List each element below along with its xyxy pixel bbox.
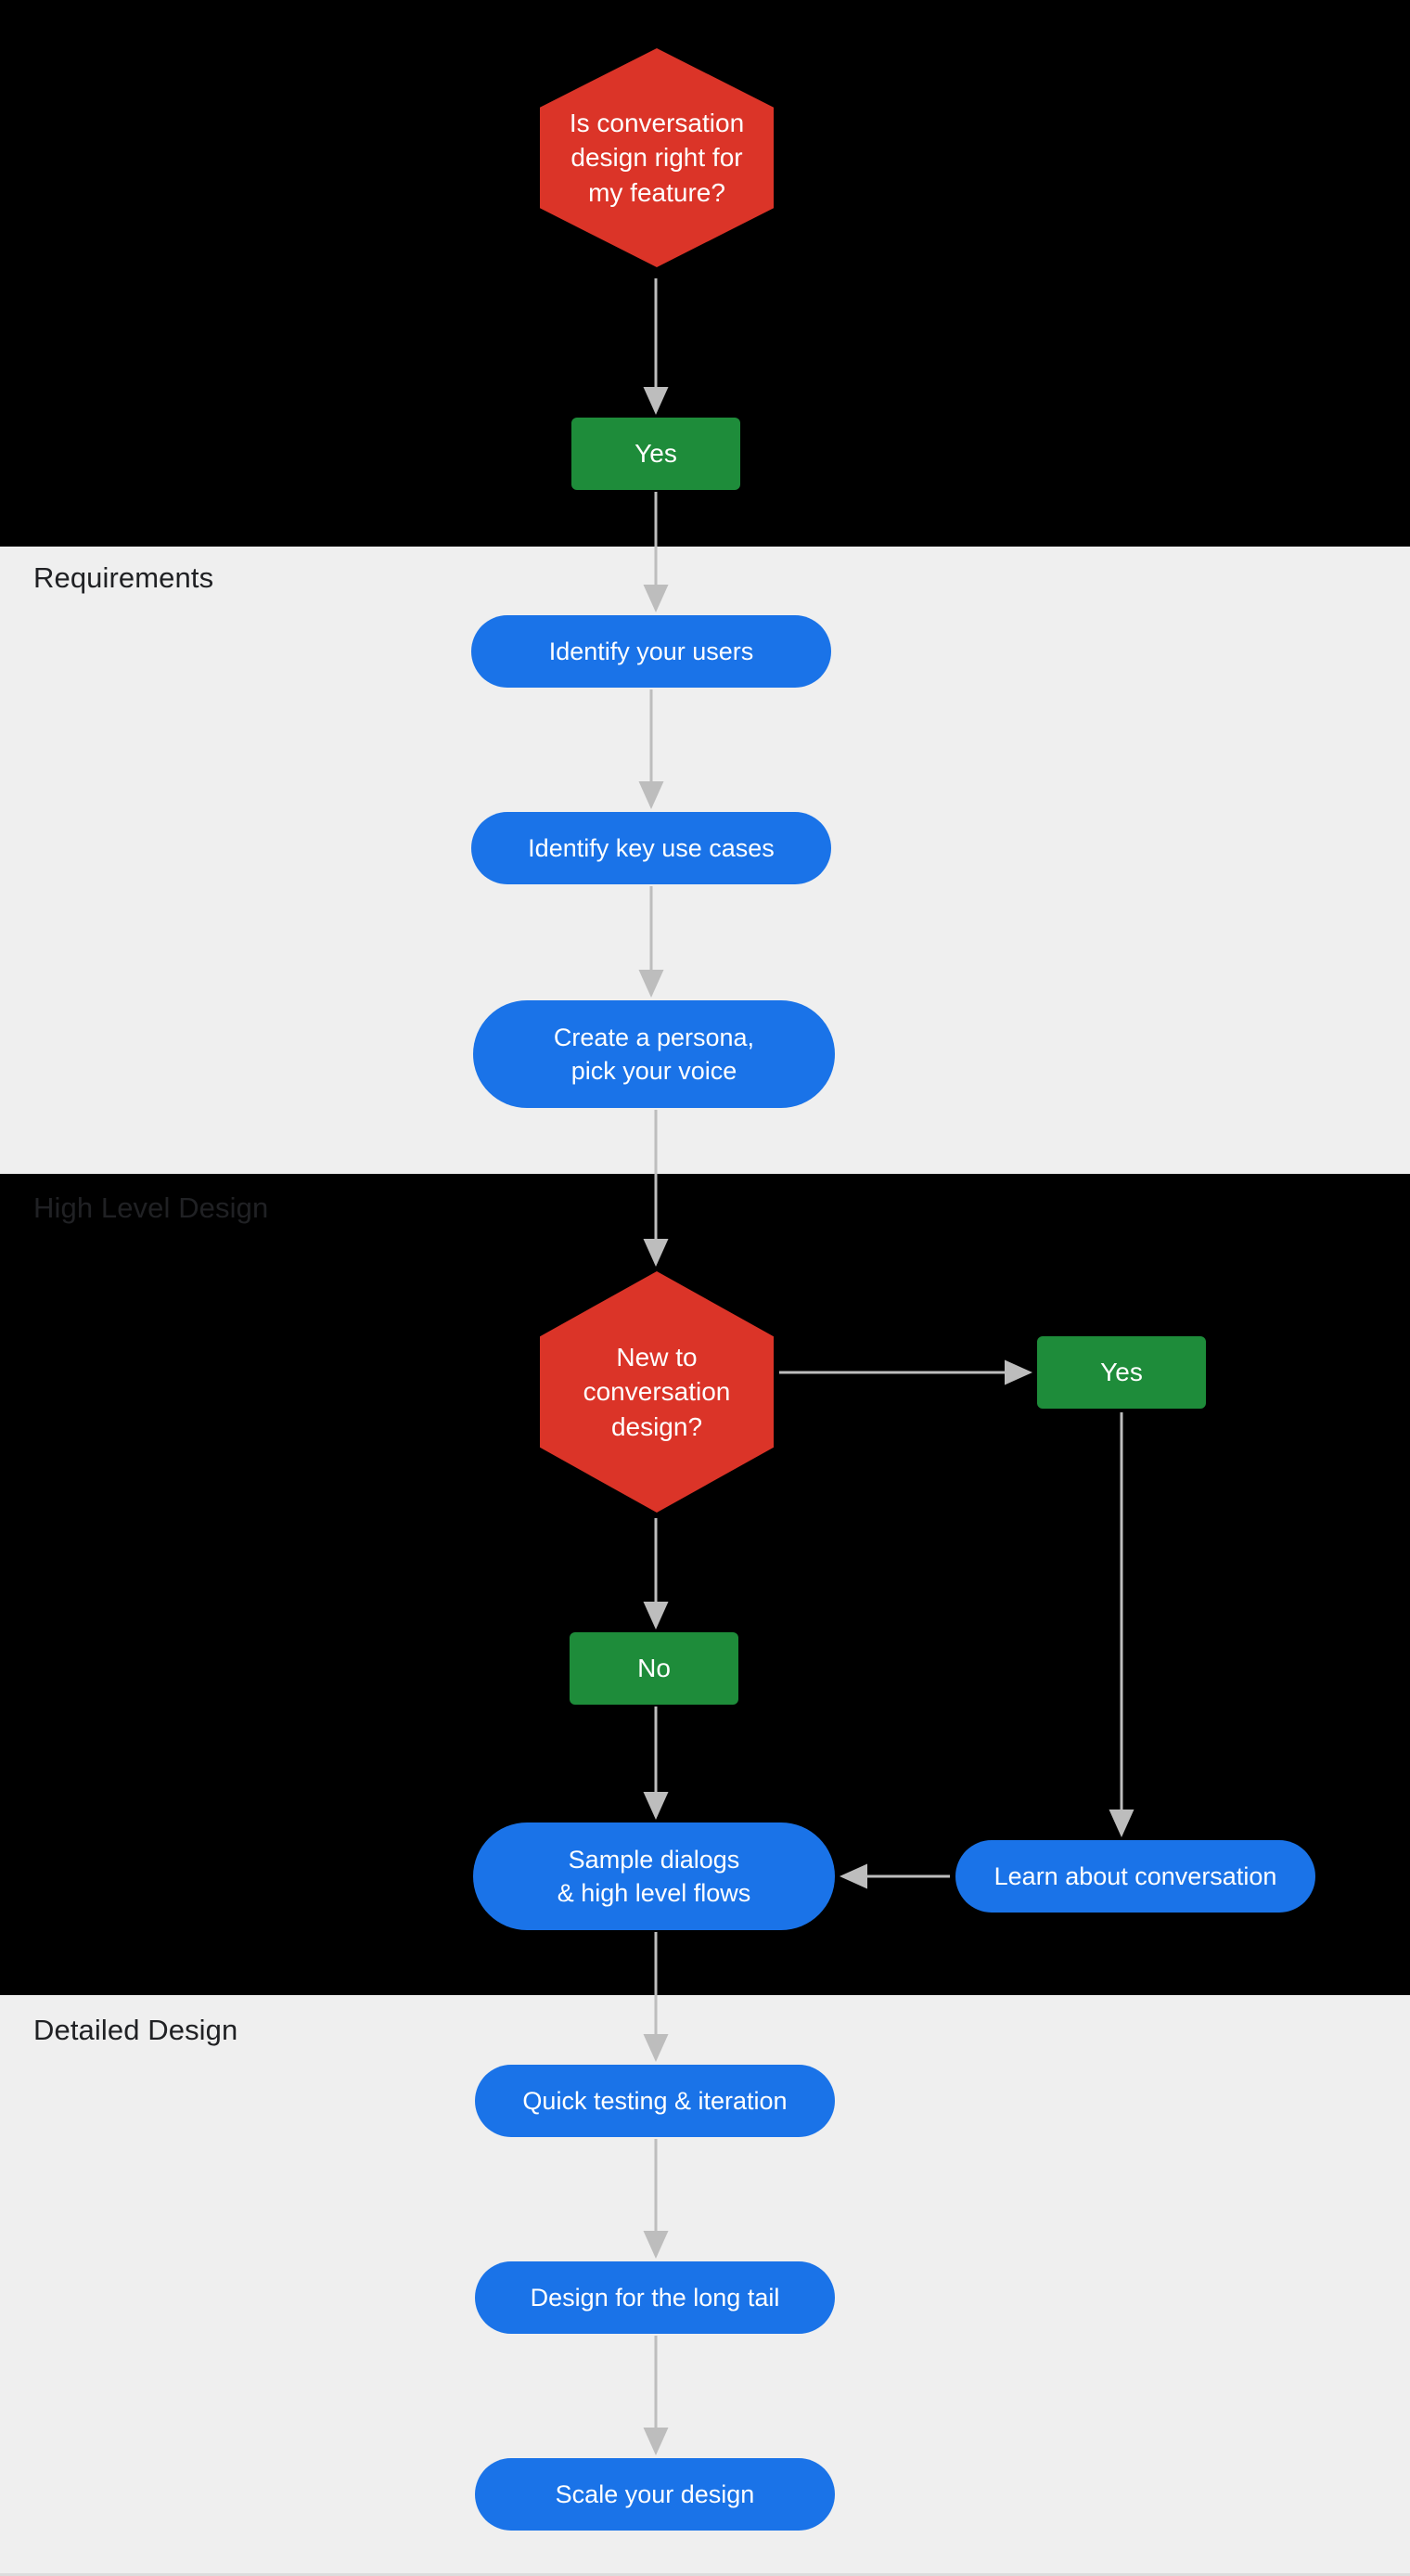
node-label: Sample dialogs & high level flows bbox=[557, 1845, 751, 1907]
node-label: Create a persona, pick your voice bbox=[553, 1023, 755, 1085]
node-label: Learn about conversation bbox=[993, 1861, 1277, 1890]
node-label: Identify your users bbox=[548, 637, 754, 665]
phase-label-high-level: High Level Design bbox=[33, 1191, 269, 1224]
step-sample-dialogs-and-high-level-flows[interactable]: Sample dialogs & high level flows bbox=[473, 1823, 835, 1930]
step-identify-your-users[interactable]: Identify your users bbox=[471, 615, 831, 688]
step-design-for-the-long-tail[interactable]: Design for the long tail bbox=[475, 2261, 835, 2334]
phase-label-detailed: Detailed Design bbox=[33, 2014, 238, 2046]
phase-label-requirements: Requirements bbox=[33, 561, 214, 594]
step-scale-your-design[interactable]: Scale your design bbox=[475, 2458, 835, 2531]
node-label: Identify key use cases bbox=[528, 833, 775, 862]
node-label: New to conversation design? bbox=[583, 1342, 731, 1441]
node-label: Scale your design bbox=[555, 2479, 755, 2508]
node-label: Yes bbox=[1100, 1358, 1143, 1387]
node-label: Yes bbox=[634, 439, 677, 469]
step-identify-key-use-cases[interactable]: Identify key use cases bbox=[471, 812, 831, 884]
node-label: No bbox=[637, 1654, 671, 1683]
node-label: Quick testing & iteration bbox=[522, 2086, 788, 2115]
step-learn-about-conversation[interactable]: Learn about conversation bbox=[955, 1840, 1315, 1913]
answer-yes-new-to-design[interactable]: Yes bbox=[1037, 1336, 1206, 1409]
answer-yes-intro[interactable]: Yes bbox=[571, 418, 740, 490]
answer-no-new-to-design[interactable]: No bbox=[570, 1632, 738, 1705]
step-create-a-persona-pick-your-voice[interactable]: Create a persona, pick your voice bbox=[473, 1000, 835, 1108]
node-label: Is conversation design right for my feat… bbox=[569, 108, 745, 207]
node-label: Design for the long tail bbox=[530, 2283, 780, 2312]
step-quick-testing-and-iteration[interactable]: Quick testing & iteration bbox=[475, 2065, 835, 2137]
